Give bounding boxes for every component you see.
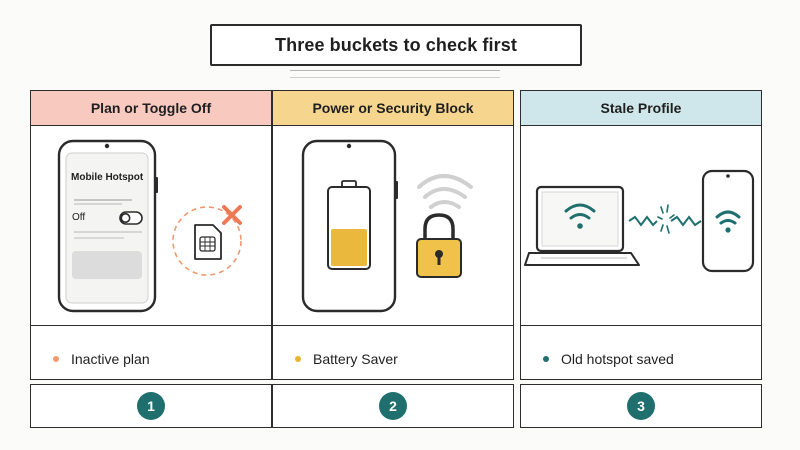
toggle-icon[interactable] xyxy=(119,211,143,225)
bullet-text: Old hotspot saved xyxy=(561,351,674,367)
phone-icon xyxy=(57,139,158,313)
sim-card-icon xyxy=(172,206,242,276)
number-panel-2: 2 xyxy=(272,384,514,428)
number-panel-1: 1 xyxy=(30,384,272,428)
padlock-icon xyxy=(416,213,462,278)
panel-header: Power or Security Block xyxy=(273,91,513,126)
laptop-icon xyxy=(524,185,640,266)
bullet-dot xyxy=(295,356,301,362)
panel-power-or-security-block: Power or Security Block xyxy=(272,90,514,380)
battery-icon xyxy=(327,180,371,270)
bullet-text: Inactive plan xyxy=(71,351,150,367)
panel-illustration: Mobile Hotspot Off xyxy=(31,125,271,326)
step-number-badge: 3 xyxy=(627,392,655,420)
phone-screen-title: Mobile Hotspot xyxy=(71,172,144,183)
phone-icon xyxy=(701,169,755,273)
bullet-dot xyxy=(53,356,59,362)
cross-icon xyxy=(222,205,242,225)
panel-stale-profile: Stale Profile xyxy=(520,90,762,380)
title-underline xyxy=(290,70,500,78)
panel-bullet: Battery Saver xyxy=(273,339,513,379)
broken-link-icon xyxy=(628,204,702,234)
bullet-dot xyxy=(543,356,549,362)
panel-header: Stale Profile xyxy=(521,91,761,126)
panel-bullet: Old hotspot saved xyxy=(521,339,761,379)
number-panel-3: 3 xyxy=(520,384,762,428)
wifi-icon xyxy=(564,203,596,229)
step-number-badge: 2 xyxy=(379,392,407,420)
panel-bullet: Inactive plan xyxy=(31,339,271,379)
wifi-signal-icon xyxy=(417,174,473,209)
diagram-title: Three buckets to check first xyxy=(210,24,582,66)
panel-illustration xyxy=(273,125,513,326)
panel-header: Plan or Toggle Off xyxy=(31,91,271,126)
bullet-text: Battery Saver xyxy=(313,351,398,367)
panel-illustration xyxy=(521,125,761,326)
toggle-label: Off xyxy=(72,212,86,223)
panel-plan-or-toggle-off: Plan or Toggle Off xyxy=(30,90,272,380)
step-number-badge: 1 xyxy=(137,392,165,420)
